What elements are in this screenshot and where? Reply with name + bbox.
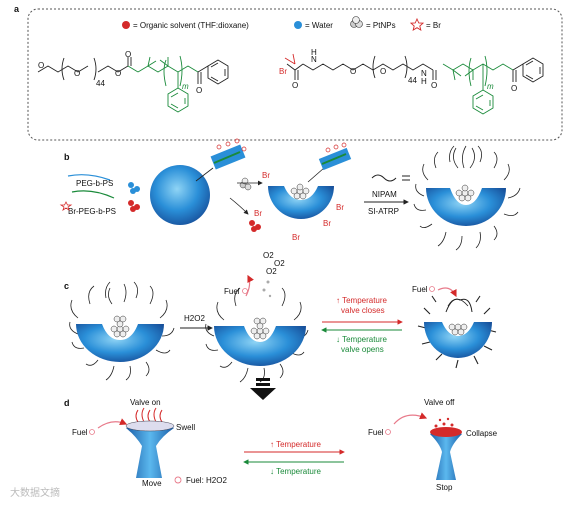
panel-b-label: b [64, 152, 70, 162]
arrow-b1 [229, 197, 249, 215]
o2-a: O2 [263, 251, 274, 260]
panel-b: b PEG-b-PS Br-PEG-b-PS [59, 138, 521, 251]
br-b4: Br [323, 219, 331, 228]
svg-text:O: O [74, 69, 80, 78]
stop-label: Stop [436, 483, 453, 492]
temp-up-label-d: ↑ Temperature [270, 440, 322, 449]
temp-up-label: ↑ Temperature [336, 296, 388, 305]
fuel-bubble-icon [429, 286, 435, 292]
right-h2: H [421, 77, 427, 86]
fuel-label-c1: Fuel [224, 287, 240, 296]
temp-down-label-d: ↓ Temperature [270, 467, 322, 476]
svg-text:O: O [125, 50, 131, 59]
collapse-label: Collapse [466, 429, 498, 438]
br-star-icon [409, 17, 425, 31]
panel-a-box [27, 8, 563, 141]
left-ps-m: m [182, 82, 189, 91]
nipam-label: NIPAM [372, 190, 397, 199]
bowl-brush-b [426, 188, 506, 226]
valve-closes-label: valve closes [341, 306, 385, 315]
move-label: Move [142, 479, 162, 488]
panel-d-label: d [64, 398, 70, 408]
ptnp-cluster-inset [195, 138, 247, 182]
motion-arrow [250, 378, 276, 400]
svg-text:O: O [431, 81, 437, 90]
organic-droplets-out [249, 220, 261, 232]
collapsed-top [430, 427, 462, 437]
legend-water: = Water [305, 21, 333, 30]
o2-b: O2 [274, 259, 285, 268]
valve-on-flames [135, 407, 163, 423]
svg-text:O: O [511, 84, 517, 93]
water-droplets [128, 182, 140, 194]
temp-down-label: ↓ Temperature [336, 335, 388, 344]
water-dot [294, 21, 302, 29]
br-b3: Br [292, 233, 300, 242]
legend-br: = Br [426, 21, 441, 30]
right-ps-m: m [487, 82, 494, 91]
micelle-sphere [150, 165, 210, 225]
left-peg-n: 44 [96, 79, 105, 88]
ptnps-in-bowl [455, 184, 475, 202]
fuel-bubble-icon [385, 429, 391, 435]
br-peg-b-ps-structure [284, 53, 544, 115]
svg-text:O: O [38, 61, 44, 70]
swell-cone [126, 423, 174, 478]
fuel-label-c2: Fuel [412, 285, 428, 294]
panel-d: d Valve on Move Swell Fuel Fuel: H2O2 ↑ … [64, 398, 498, 492]
bowl-micelle-b [268, 142, 352, 219]
svg-text:O: O [196, 86, 202, 95]
o2-bubbles [262, 280, 272, 298]
h2o2-label: H2O2 [184, 314, 205, 323]
o2-c: O2 [266, 267, 277, 276]
svg-text:O: O [292, 81, 298, 90]
panel-c: c H2O2 Fuel O2 O2 [64, 251, 497, 400]
si-atrp-label: SI-ATRP [368, 207, 399, 216]
brush-micelle-c2 [205, 274, 309, 383]
right-n1: N [311, 55, 317, 64]
collapse-cone [430, 430, 462, 480]
fuel-h2o2-label: Fuel: H2O2 [186, 476, 227, 485]
right-peg-n: 44 [408, 76, 417, 85]
ptnp-icon [239, 177, 252, 191]
ptnp-icon [350, 16, 363, 28]
legend-ptnps: = PtNPs [366, 21, 396, 30]
collapsed-micelle-c3 [417, 295, 497, 369]
right-n2: N [421, 69, 427, 78]
right-br: Br [279, 67, 287, 76]
watermark: 大数据文摘 [10, 486, 60, 499]
swell-label: Swell [176, 423, 195, 432]
svg-text:O: O [380, 67, 386, 76]
valve-opens-label: valve opens [341, 345, 384, 354]
fuel-bubble-icon [89, 429, 95, 435]
organic-solvent-dot [122, 21, 130, 29]
fuel-bubble-icon [174, 476, 182, 484]
legend-organic: = Organic solvent (THF:dioxane) [133, 21, 249, 30]
br-peg-b-ps-label: Br-PEG-b-PS [68, 207, 116, 216]
panel-a: a = Organic solvent (THF:dioxane) = Wate… [14, 4, 563, 141]
br-b2: Br [254, 209, 262, 218]
svg-text:O: O [115, 69, 121, 78]
valve-off-label: Valve off [424, 398, 455, 407]
fuel-right-label: Fuel [368, 428, 384, 437]
br-b5: Br [336, 203, 344, 212]
br-b1: Br [262, 171, 270, 180]
panel-c-label: c [64, 281, 69, 291]
right-h1: H [311, 48, 317, 57]
br-star-icon [59, 201, 73, 211]
svg-text:O: O [350, 67, 356, 76]
valve-on-label: Valve on [130, 398, 161, 407]
fuel-bubble-icon [242, 288, 248, 294]
panel-a-label: a [14, 4, 20, 14]
brush-micelle-b [413, 145, 521, 251]
fuel-left-label: Fuel [72, 428, 88, 437]
organic-droplets [128, 200, 140, 212]
peg-b-ps-structure [37, 55, 229, 113]
brush-micelle-c1 [69, 281, 175, 381]
peg-b-ps-label: PEG-b-PS [76, 179, 113, 188]
